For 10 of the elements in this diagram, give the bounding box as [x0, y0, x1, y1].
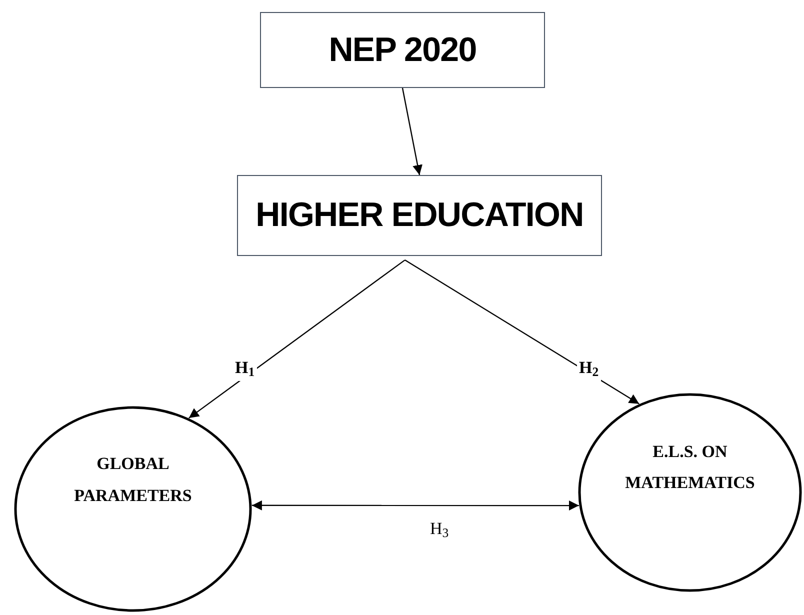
- process-box: [237, 175, 602, 256]
- arrow: [188, 260, 406, 419]
- process-box: [260, 12, 545, 88]
- node-label: NEP 2020: [328, 30, 476, 70]
- node-label: E.L.S. ON MATHEMATICS: [624, 441, 756, 494]
- node-label: GLOBAL PARAMETERS: [74, 453, 192, 507]
- arrow: [404, 260, 640, 404]
- arrow: [252, 500, 579, 510]
- arrow: [402, 88, 422, 176]
- node-label: HIGHER EDUCATION: [256, 195, 584, 236]
